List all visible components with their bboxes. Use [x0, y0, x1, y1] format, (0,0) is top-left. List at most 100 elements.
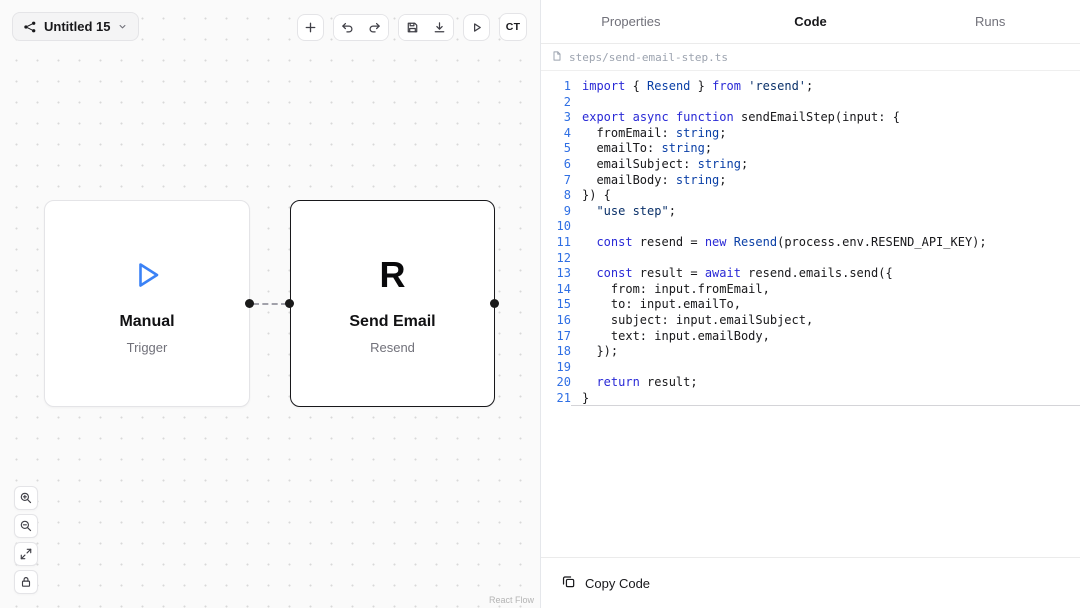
line-number: 18	[556, 344, 571, 359]
copy-code-button[interactable]: Copy Code	[561, 574, 650, 592]
line-number: 19	[556, 359, 571, 374]
node-subtitle: Resend	[370, 339, 415, 355]
line-number: 12	[556, 250, 571, 265]
handle-sendemail-source[interactable]	[490, 299, 499, 308]
line-number: 2	[563, 94, 571, 109]
workflow-icon	[23, 20, 37, 34]
line-number: 3	[563, 110, 571, 125]
line-content: emailBody: string;	[582, 172, 727, 187]
code-line[interactable]: 13 const result = await resend.emails.se…	[541, 266, 1080, 282]
code-line[interactable]: 21}	[541, 391, 1080, 407]
line-number: 1	[563, 79, 571, 93]
code-line[interactable]: 7 emailBody: string;	[541, 173, 1080, 189]
tab-runs[interactable]: Runs	[974, 14, 1006, 29]
line-number: 7	[563, 172, 571, 187]
line-number: 10	[556, 219, 571, 234]
inspector-panel: Properties Code Runs steps/send-email-st…	[541, 0, 1080, 608]
zoom-in-button[interactable]	[14, 486, 38, 510]
canvas-controls	[14, 486, 38, 594]
save-button[interactable]	[399, 14, 426, 40]
tab-properties[interactable]: Properties	[601, 14, 661, 29]
line-content: text: input.emailBody,	[582, 328, 770, 343]
code-line[interactable]: 1 import { Resend } from 'resend';	[541, 79, 1080, 95]
canvas-toolbar: CT	[297, 13, 527, 41]
tab-code[interactable]: Code	[794, 14, 827, 29]
user-avatar[interactable]: CT	[499, 13, 527, 41]
fit-view-button[interactable]	[14, 542, 38, 566]
node-subtitle: Trigger	[126, 339, 168, 355]
line-number: 20	[556, 375, 571, 390]
code-line[interactable]: 12	[541, 251, 1080, 267]
node-title: Send Email	[349, 312, 436, 330]
line-number: 21	[556, 390, 571, 405]
code-line[interactable]: 20 return result;	[541, 375, 1080, 391]
line-content: const result = await resend.emails.send(…	[596, 266, 893, 281]
code-line[interactable]: 6 emailSubject: string;	[541, 157, 1080, 173]
line-number: 5	[563, 141, 571, 156]
react-flow-attribution[interactable]: React Flow	[488, 595, 534, 605]
panel-tab-bar: Properties Code Runs	[541, 0, 1080, 44]
code-line[interactable]: 3 export async function sendEmailStep(inp…	[541, 110, 1080, 126]
line-content: emailTo: string;	[582, 141, 713, 156]
line-content: const resend = new Resend(process.env.RE…	[596, 234, 987, 249]
run-button[interactable]	[463, 13, 490, 41]
handle-manual-source[interactable]	[245, 299, 254, 308]
line-number: 17	[556, 328, 571, 343]
line-number: 6	[563, 156, 571, 171]
file-button-group	[398, 13, 454, 41]
code-line[interactable]: 5 emailTo: string;	[541, 141, 1080, 157]
code-line[interactable]: 8}) {	[541, 188, 1080, 204]
file-name: steps/send-email-step.ts	[569, 50, 728, 64]
line-content: import { Resend } from 'resend';	[582, 79, 814, 93]
node-title: Manual	[119, 312, 175, 330]
line-number: 11	[556, 234, 571, 249]
add-node-button[interactable]	[297, 13, 324, 41]
line-content	[571, 219, 1080, 235]
line-content: }	[571, 391, 1080, 407]
line-content: to: input.emailTo,	[582, 297, 741, 312]
flow-canvas[interactable]: Untitled 15	[0, 0, 541, 608]
line-number: 16	[556, 312, 571, 327]
line-content: return result;	[596, 375, 698, 390]
line-content: fromEmail: string;	[582, 125, 727, 140]
line-content: export async function sendEmailStep(inpu…	[582, 110, 900, 125]
edge-manual-to-sendemail[interactable]	[253, 303, 287, 305]
panel-footer: Copy Code	[541, 557, 1080, 608]
code-line[interactable]: 11 const resend = new Resend(process.env…	[541, 235, 1080, 251]
workflow-title: Untitled 15	[44, 19, 111, 34]
lock-button[interactable]	[14, 570, 38, 594]
line-content: emailSubject: string;	[582, 156, 749, 171]
code-line[interactable]: 2	[541, 95, 1080, 111]
zoom-out-button[interactable]	[14, 514, 38, 538]
download-button[interactable]	[426, 14, 453, 40]
history-button-group	[333, 13, 389, 41]
code-line[interactable]: 4 fromEmail: string;	[541, 126, 1080, 142]
handle-sendemail-target[interactable]	[285, 299, 294, 308]
line-number: 14	[556, 281, 571, 296]
line-number: 4	[563, 125, 571, 140]
node-manual-trigger[interactable]: Manual Trigger	[44, 200, 250, 407]
code-line[interactable]: 15 to: input.emailTo,	[541, 297, 1080, 313]
line-content: });	[582, 344, 619, 359]
code-line[interactable]: 18 });	[541, 344, 1080, 360]
workflow-title-button[interactable]: Untitled 15	[12, 12, 140, 41]
code-line[interactable]: 9 "use step";	[541, 204, 1080, 220]
copy-icon	[561, 574, 576, 592]
node-send-email[interactable]: R Send Email Resend	[290, 200, 495, 407]
undo-button[interactable]	[334, 14, 361, 40]
code-line[interactable]: 16 subject: input.emailSubject,	[541, 313, 1080, 329]
code-line[interactable]: 17 text: input.emailBody,	[541, 329, 1080, 345]
code-line[interactable]: 19	[541, 360, 1080, 376]
code-line[interactable]: 10	[541, 219, 1080, 235]
line-number: 9	[563, 203, 571, 218]
line-number: 13	[556, 266, 571, 281]
code-line[interactable]: 14 from: input.fromEmail,	[541, 282, 1080, 298]
play-icon	[129, 253, 165, 297]
copy-code-label: Copy Code	[585, 575, 651, 591]
resend-r-logo: R	[379, 253, 406, 295]
line-content	[571, 251, 1080, 267]
line-number: 15	[556, 297, 571, 312]
redo-button[interactable]	[361, 14, 388, 40]
